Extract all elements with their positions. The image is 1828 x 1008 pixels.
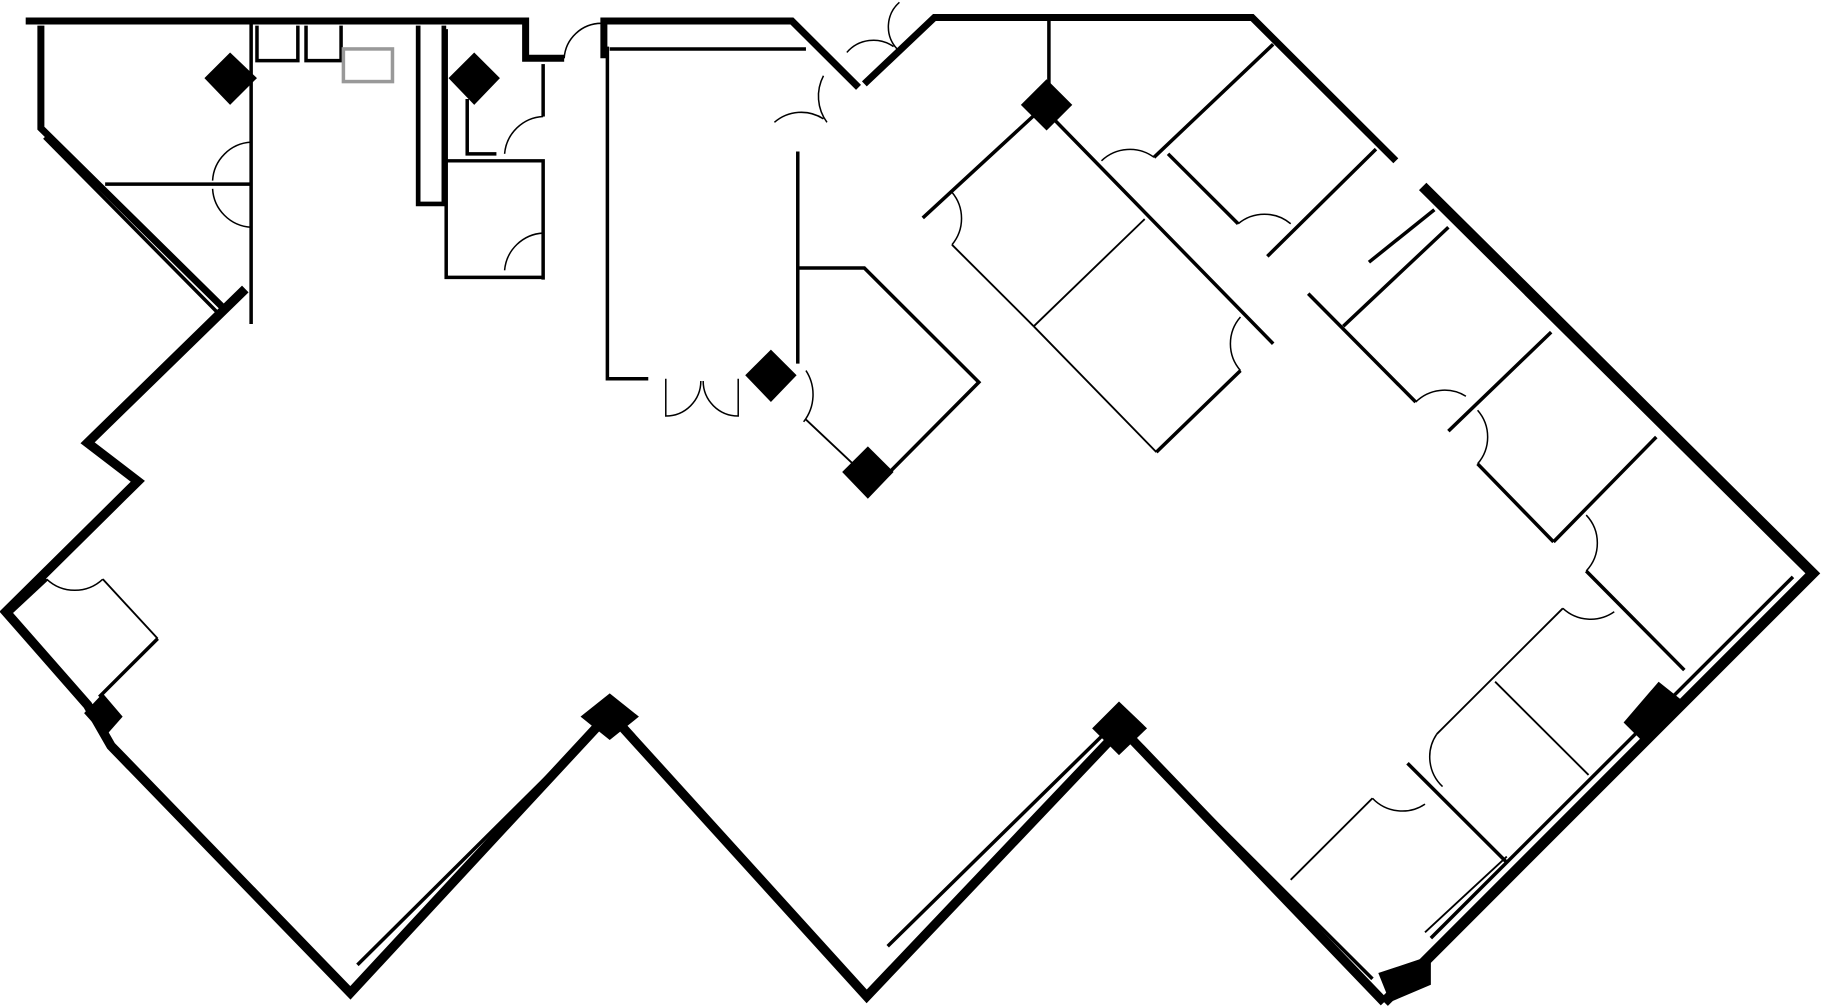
column xyxy=(745,349,797,403)
column xyxy=(842,446,894,499)
column xyxy=(1623,681,1688,746)
column xyxy=(1092,701,1148,756)
column xyxy=(1020,79,1073,131)
exterior-walls xyxy=(0,13,1821,1006)
column xyxy=(204,52,257,105)
structural-columns xyxy=(84,52,1688,1003)
column xyxy=(84,693,123,737)
door-swings xyxy=(46,1,1615,812)
fixture-outline xyxy=(341,47,395,84)
column xyxy=(448,52,500,105)
column xyxy=(580,693,639,740)
column xyxy=(1378,955,1431,1003)
interior-walls xyxy=(10,20,1686,933)
